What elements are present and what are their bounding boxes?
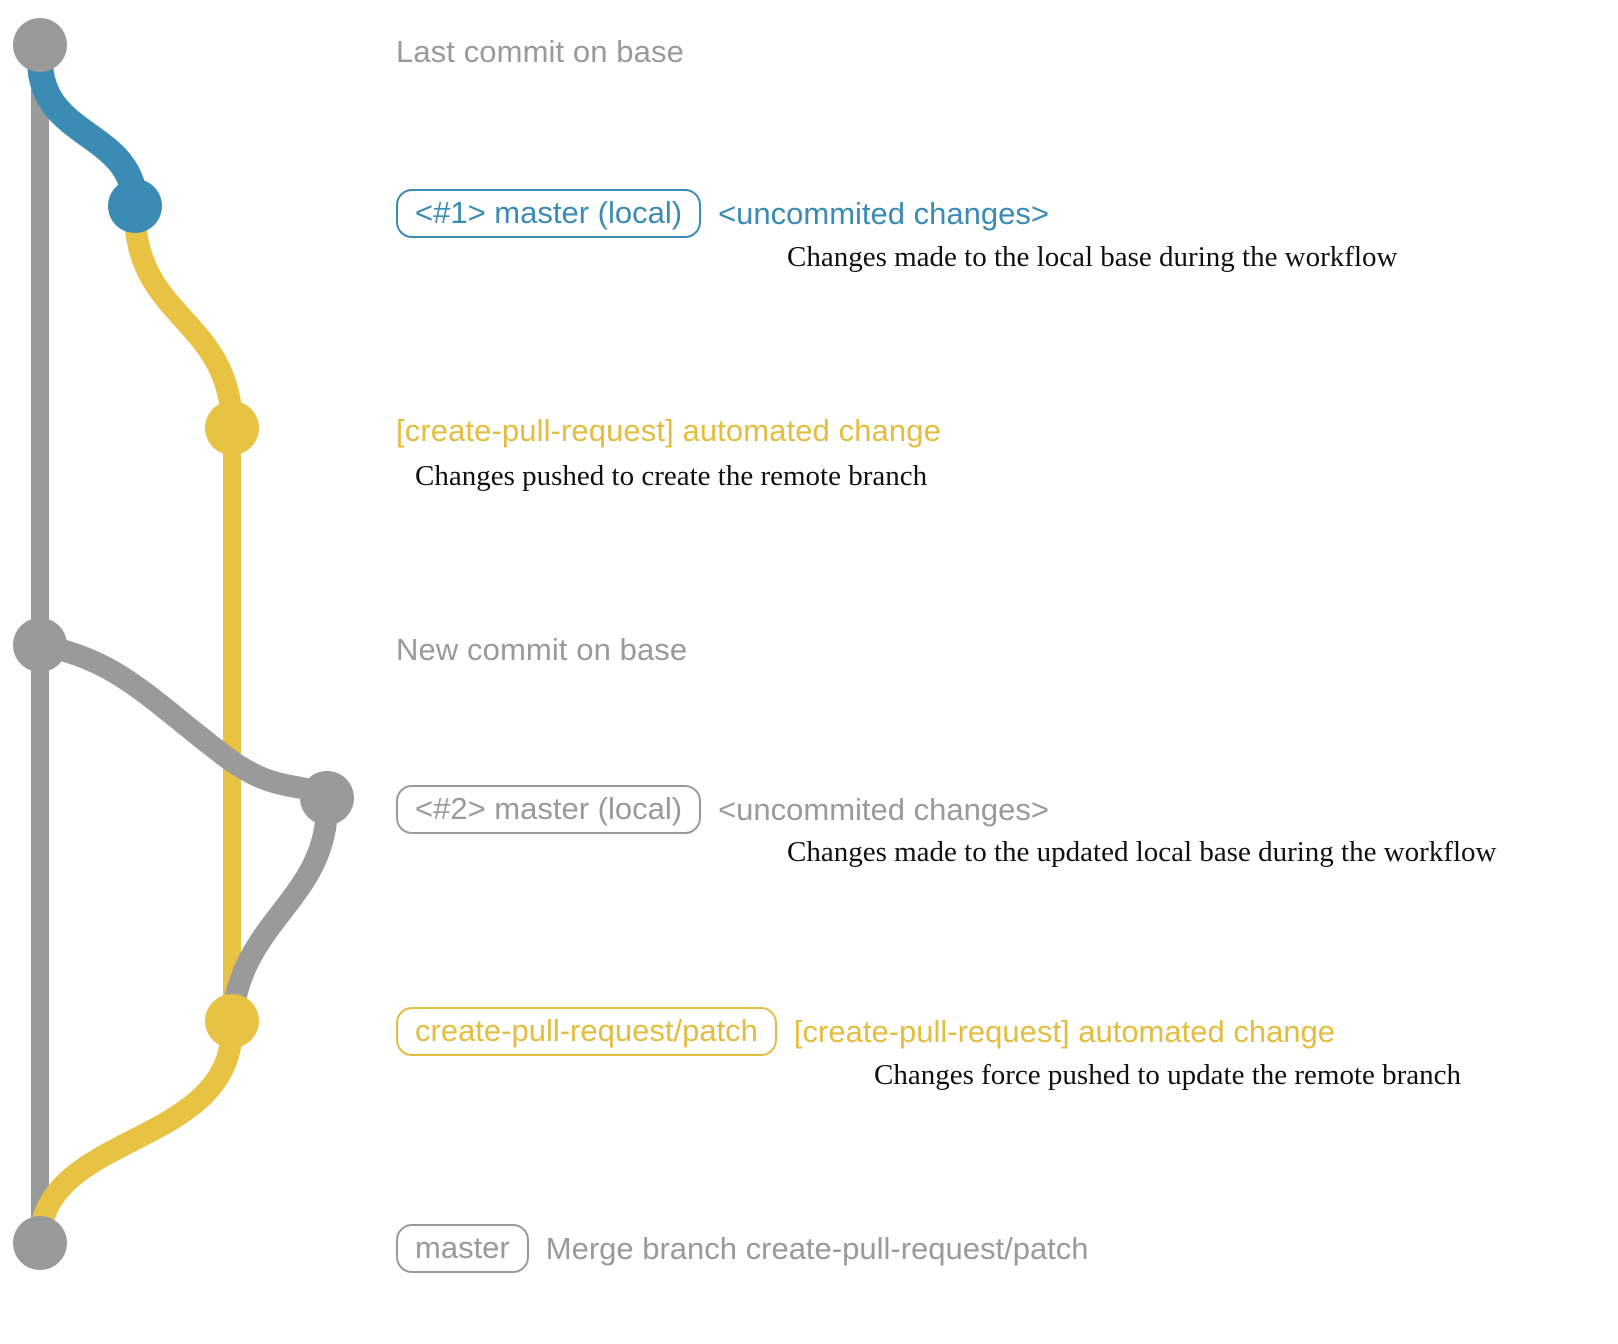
entry-master-merge: master Merge branch create-pull-request/…: [396, 1224, 1089, 1273]
entry-title-local-1: <uncommited changes>: [718, 196, 1049, 231]
branch-pill-label-patch-branch: create-pull-request/patch: [415, 1013, 758, 1048]
branch-pill-label-local-2: <#2> master (local): [415, 791, 683, 826]
entry-patch-branch: create-pull-request/patch [create-pull-r…: [396, 1007, 1335, 1056]
branch-pill-label-master: master: [415, 1230, 510, 1265]
entry-title-master-merge: Merge branch create-pull-request/patch: [545, 1231, 1089, 1266]
entry-title-automated-change-1: [create-pull-request] automated change: [396, 413, 941, 448]
entry-last-commit-on-base: Last commit on base: [396, 34, 684, 70]
entry-new-commit-on-base: New commit on base: [396, 632, 687, 668]
entry-automated-change-1: [create-pull-request] automated change: [396, 413, 941, 449]
entry-description-automated-change-1: Changes pushed to create the remote bran…: [415, 460, 928, 492]
branch-pill-patch-branch[interactable]: create-pull-request/patch: [396, 1007, 777, 1056]
entry-description-local-2: Changes made to the updated local base d…: [787, 836, 1497, 868]
branch-pill-local-1[interactable]: <#1> master (local): [396, 189, 702, 238]
entry-title-patch-branch: [create-pull-request] automated change: [793, 1014, 1336, 1049]
branch-pill-local-2[interactable]: <#2> master (local): [396, 785, 702, 834]
entry-local-2: <#2> master (local) <uncommited changes>: [396, 785, 1049, 834]
entry-local-1: <#1> master (local) <uncommited changes>: [396, 189, 1049, 238]
branch-pill-master[interactable]: master: [396, 1224, 529, 1273]
entry-description-patch-branch: Changes force pushed to update the remot…: [874, 1059, 1462, 1091]
entry-title-local-2: <uncommited changes>: [718, 792, 1049, 827]
entry-title-last-commit-on-base: Last commit on base: [396, 34, 684, 69]
entry-description-local-1: Changes made to the local base during th…: [787, 241, 1398, 273]
entry-title-new-commit-on-base: New commit on base: [396, 632, 688, 667]
branch-pill-label-local-1: <#1> master (local): [415, 195, 683, 230]
